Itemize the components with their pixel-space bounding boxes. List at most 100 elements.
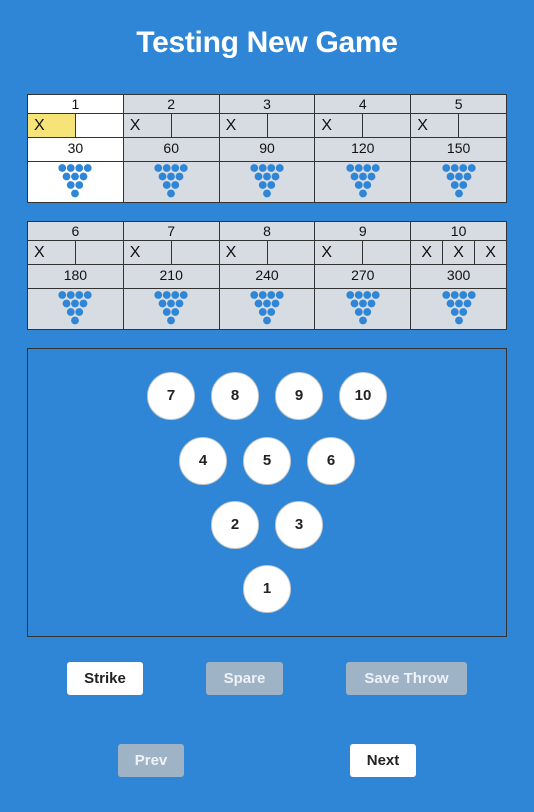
frame-number: 9 bbox=[315, 222, 411, 241]
pin-2-button[interactable]: 2 bbox=[211, 501, 259, 549]
pins-diagram-icon bbox=[220, 162, 315, 202]
pin-dot bbox=[171, 291, 180, 299]
spare-button[interactable]: Spare bbox=[206, 662, 283, 695]
pin-dot bbox=[180, 291, 188, 299]
pin-dot bbox=[158, 172, 167, 181]
pins-diagram-icon bbox=[411, 289, 506, 329]
pin-dot bbox=[163, 308, 171, 316]
frame-2[interactable]: 2 X 60 bbox=[122, 95, 219, 202]
roll-1: X bbox=[321, 117, 333, 134]
pin-dot bbox=[71, 316, 80, 325]
strike-button[interactable]: Strike bbox=[67, 662, 143, 695]
pin-dot bbox=[263, 299, 271, 308]
frame-8[interactable]: 8 X 240 bbox=[218, 222, 315, 329]
pin-dot bbox=[167, 299, 176, 308]
pin-5-button[interactable]: 5 bbox=[243, 437, 291, 485]
pin-dot bbox=[75, 308, 84, 316]
frame-6[interactable]: 6 X 180 bbox=[28, 222, 123, 329]
pin-3-button[interactable]: 3 bbox=[275, 501, 323, 549]
frame-1[interactable]: 1 X 30 bbox=[28, 95, 123, 202]
pin-dot bbox=[175, 299, 184, 308]
pin-dot bbox=[175, 172, 184, 181]
pin-dot bbox=[58, 291, 67, 299]
pin-dot bbox=[171, 164, 180, 172]
roll-1: X bbox=[321, 244, 333, 261]
frame-3[interactable]: 3 X 90 bbox=[218, 95, 315, 202]
pin-dot bbox=[463, 299, 471, 308]
pin-1-button[interactable]: 1 bbox=[243, 565, 291, 613]
pin-dot bbox=[354, 308, 363, 316]
pin-10-button[interactable]: 10 bbox=[339, 372, 387, 420]
pin-dot bbox=[446, 299, 454, 308]
pin-dot bbox=[163, 291, 171, 299]
frame-score: 270 bbox=[315, 265, 411, 289]
pin-dot bbox=[254, 299, 263, 308]
pin-dot bbox=[354, 291, 363, 299]
pin-dot bbox=[467, 164, 476, 172]
roll-2 bbox=[74, 114, 123, 137]
pin-4-button[interactable]: 4 bbox=[179, 437, 227, 485]
roll-2 bbox=[170, 114, 219, 137]
next-button[interactable]: Next bbox=[350, 744, 416, 777]
roll-2 bbox=[266, 114, 315, 137]
frame-number: 2 bbox=[123, 95, 219, 114]
pin-dot bbox=[258, 164, 267, 172]
roll-1: X bbox=[129, 117, 141, 134]
pin-dot bbox=[84, 291, 93, 299]
save-throw-button[interactable]: Save Throw bbox=[346, 662, 467, 695]
frame-7[interactable]: 7 X 210 bbox=[122, 222, 219, 329]
pin-dot bbox=[450, 181, 459, 189]
prev-button[interactable]: Prev bbox=[118, 744, 184, 777]
pin-dot bbox=[71, 299, 80, 308]
frame-9[interactable]: 9 X 270 bbox=[314, 222, 411, 329]
pin-dot bbox=[458, 164, 467, 172]
pin-9-button[interactable]: 9 bbox=[275, 372, 323, 420]
pin-dot bbox=[358, 316, 367, 325]
pin-dot bbox=[79, 172, 88, 181]
frame-5[interactable]: 5 X 150 bbox=[410, 95, 506, 202]
pin-dot bbox=[154, 291, 163, 299]
frame-number: 10 bbox=[411, 222, 506, 241]
roll-3: X bbox=[474, 241, 506, 264]
frame-score: 120 bbox=[315, 138, 411, 162]
pins-diagram-icon bbox=[315, 162, 410, 202]
roll-1: X bbox=[129, 244, 141, 261]
frame-10[interactable]: 10 X X X 300 bbox=[410, 222, 506, 329]
pin-dot bbox=[67, 164, 76, 172]
frame-score: 90 bbox=[219, 138, 315, 162]
pin-6-button[interactable]: 6 bbox=[307, 437, 355, 485]
pin-dot bbox=[271, 299, 280, 308]
pin-dot bbox=[358, 299, 367, 308]
pins-diagram-icon bbox=[124, 162, 219, 202]
frame-4[interactable]: 4 X 120 bbox=[314, 95, 411, 202]
frame-score: 300 bbox=[411, 265, 506, 289]
frame-score: 180 bbox=[28, 265, 123, 289]
pin-dot bbox=[67, 308, 76, 316]
pin-dot bbox=[167, 189, 176, 198]
pin-dot bbox=[79, 299, 88, 308]
pin-dot bbox=[75, 181, 84, 189]
pin-dot bbox=[446, 172, 454, 181]
pin-dot bbox=[467, 291, 476, 299]
pin-dot bbox=[354, 181, 363, 189]
roll-1: X bbox=[225, 244, 237, 261]
pin-dot bbox=[58, 164, 67, 172]
pin-7-button[interactable]: 7 bbox=[147, 372, 195, 420]
frame-number: 8 bbox=[219, 222, 315, 241]
pin-dot bbox=[263, 316, 271, 325]
pin-8-button[interactable]: 8 bbox=[211, 372, 259, 420]
scorecard-row-top: 1 X 30 2 X 60 3 X 90 4 X 120 5 bbox=[27, 94, 507, 203]
pin-dot bbox=[163, 164, 171, 172]
pin-dot bbox=[450, 308, 459, 316]
pin-dot bbox=[346, 164, 354, 172]
scorecard-row-bottom: 6 X 180 7 X 210 8 X 240 9 X 270 bbox=[27, 221, 507, 330]
roll-1: X bbox=[225, 117, 237, 134]
pin-dot bbox=[263, 189, 271, 198]
frame-number: 4 bbox=[315, 95, 411, 114]
pin-dot bbox=[167, 172, 176, 181]
pins-diagram-icon bbox=[220, 289, 315, 329]
roll-2 bbox=[362, 241, 410, 264]
pin-dot bbox=[363, 291, 371, 299]
pin-dot bbox=[267, 164, 276, 172]
roll-2 bbox=[362, 114, 410, 137]
